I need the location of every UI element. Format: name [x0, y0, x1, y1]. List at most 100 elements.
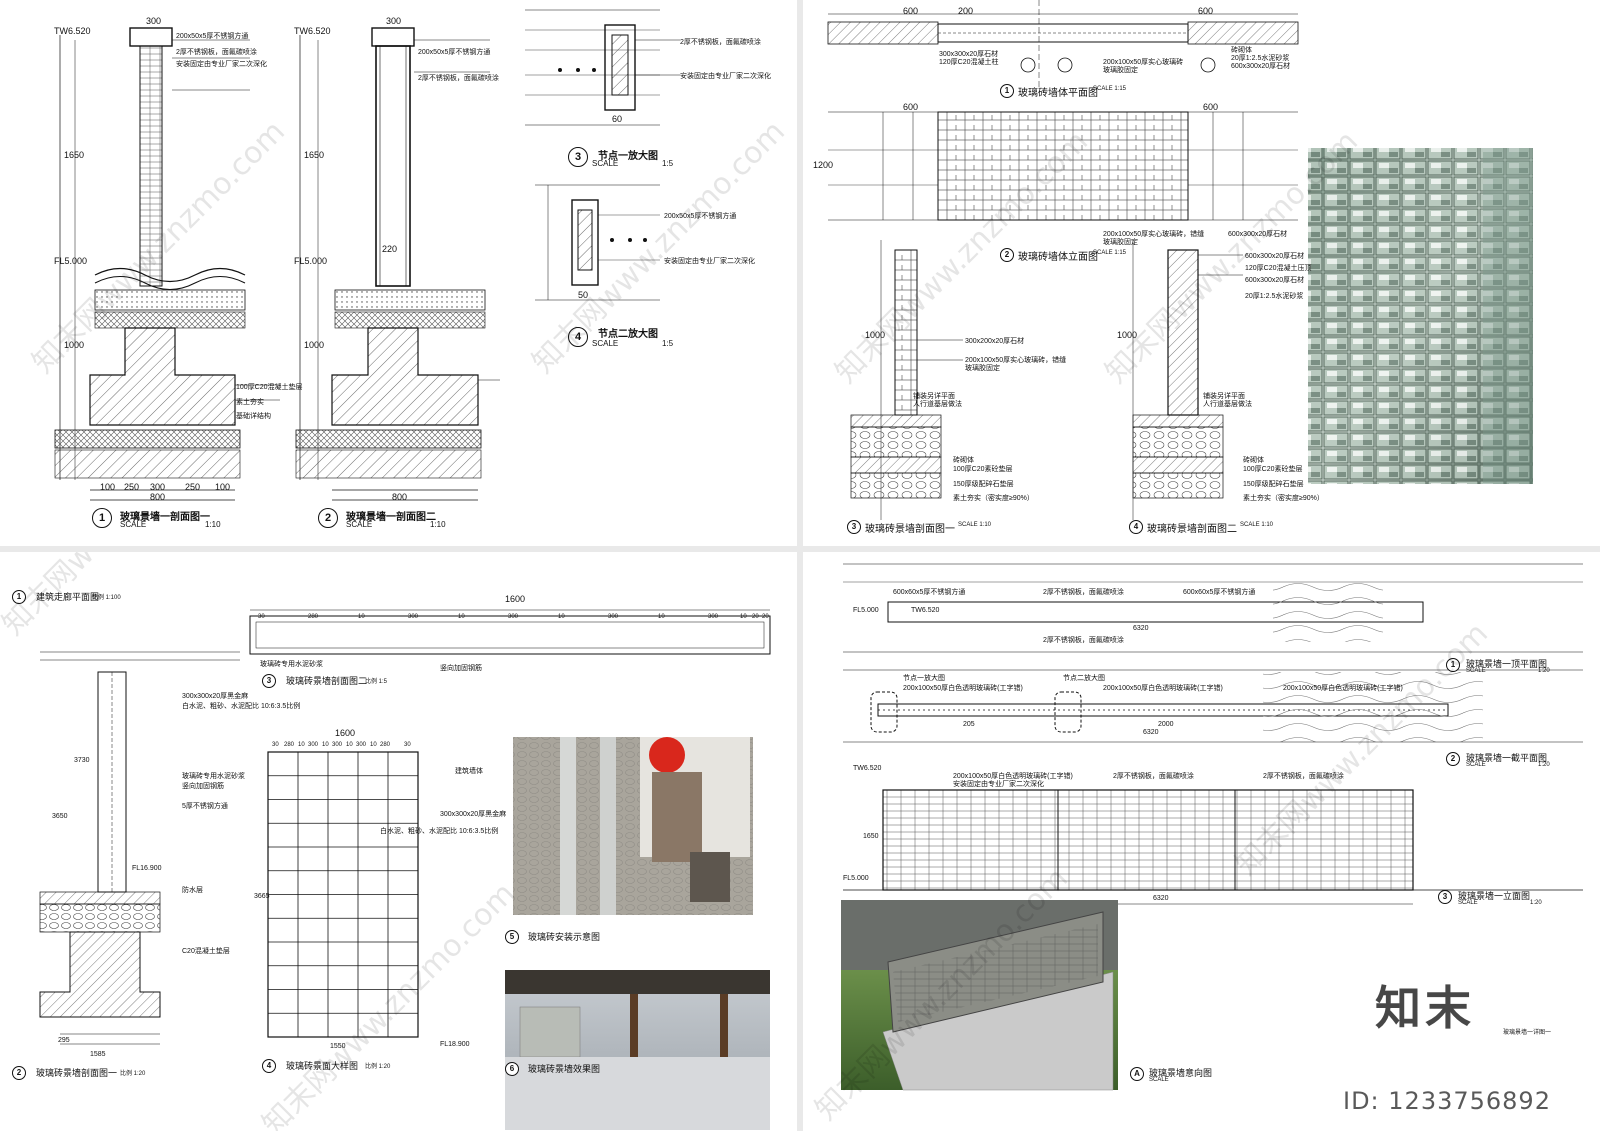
note-6: 基础详结构	[236, 413, 271, 420]
dim-grid-10: 280	[380, 742, 391, 748]
scale-p3-1: 比例 1:100	[92, 595, 121, 601]
drawing-number-p2-1: 1	[1000, 84, 1014, 98]
drawing-number-p3-6: 6	[505, 1062, 519, 1076]
drawing-title-3: 节点一放大图	[598, 151, 658, 162]
note-node3: 2厚不锈钢板，面氟碳喷涂	[680, 39, 761, 46]
dim-node: 220	[382, 244, 398, 254]
dim-seg-2: 280	[308, 614, 319, 620]
p3-note-11: 玻璃砖专用水泥砂浆	[260, 661, 323, 668]
dim-node-3: 60	[612, 114, 623, 124]
drawing-number-p3-2: 2	[12, 1066, 26, 1080]
p4-note-top-3: 600x60x5厚不锈钢方通	[1183, 589, 1256, 596]
sec4-note-1: 600x300x20厚石材	[1245, 253, 1305, 260]
drawing-number-p4-a: A	[1130, 1067, 1144, 1081]
p4-note-top-2: 2厚不锈钢板，面氟碳喷涂	[1043, 589, 1124, 596]
note-5: 素土夯实	[236, 399, 264, 406]
scale-p4-2: 1:20	[1538, 762, 1550, 768]
level-2: FL18.900	[440, 1041, 470, 1048]
drawing-title-p3-4: 玻璃砖景面大样图	[286, 1061, 359, 1071]
note-node4: 200x50x5厚不锈钢方通	[664, 213, 737, 220]
panel-1-drawing	[54, 9, 680, 501]
dim-base: 1585	[90, 1051, 106, 1058]
plan-note-6: 20厚1:2.5水泥砂浆	[1231, 55, 1290, 62]
drawing-title-p2-1: 玻璃砖墙体平面图	[1018, 88, 1098, 99]
drawing-number-p2-3: 3	[847, 520, 861, 534]
dim-base-total: 800	[150, 492, 166, 502]
dim-top-2: 300	[386, 16, 402, 26]
p3-note-4: 竖向加固钢筋	[182, 783, 224, 790]
dim-grid-11: 30	[404, 742, 411, 748]
dim-found: 1000	[64, 340, 85, 350]
scale-label-1: SCALE	[120, 520, 147, 529]
p3-note-3: 玻璃砖专用水泥砂浆	[182, 773, 245, 780]
dim-grid-total: 1600	[335, 728, 356, 738]
dim-seg-7: 10	[558, 614, 565, 620]
dim-base-4: 250	[185, 482, 201, 492]
panel-3-glass-brick-detail: 1600 30 280 10 300 10 300 10 300 10 300 …	[0, 552, 797, 1131]
dim-seg-10: 300	[708, 614, 719, 620]
plan-note-4: 玻璃胶固定	[1103, 67, 1138, 74]
p3-note-5: 5厚不锈钢方通	[182, 803, 228, 810]
dim-found-2: 1000	[304, 340, 325, 350]
scale-value-3: 1:5	[662, 159, 674, 168]
elev-note-1: 200x100x50厚实心玻璃砖，错缝	[1103, 231, 1205, 238]
panel-4-glass-wall-plans: 600x60x5厚不锈钢方通 2厚不锈钢板，面氟碳喷涂 600x60x5厚不锈钢…	[803, 552, 1600, 1131]
drawing-number-2: 2	[318, 508, 338, 528]
p4-level-fl: FL5.000	[853, 607, 879, 614]
scale-label-p4-a: SCALE	[1149, 1077, 1169, 1083]
p3-note-12: 竖向加固钢筋	[440, 665, 482, 672]
drawing-title-p2-2: 玻璃砖墙体立面图	[1018, 252, 1098, 263]
plan-note-7: 600x300x20厚石材	[1231, 63, 1291, 70]
dim-base-1: 100	[100, 482, 116, 492]
sec4-note-2: 120厚C20混凝土压顶	[1245, 265, 1312, 272]
drawing-title-p4-1: 玻璃景墙一顶平面图	[1466, 659, 1548, 669]
panel-2-glass-brick-wall: 600 200 600 600 600 1200 1000 1000 300x3…	[803, 0, 1600, 546]
dim-side-2: 600	[1198, 6, 1214, 16]
drawing-title-p4-2: 玻璃景墙一截平面图	[1466, 753, 1548, 763]
p3-note-10: 白水泥、粗砂、水泥配比 10:6:3.5比例	[380, 828, 499, 835]
dim-sec: 1000	[865, 330, 886, 340]
sec4-note-9: 150厚级配碎石垫层	[1243, 481, 1304, 488]
drawing-number-p4-3: 3	[1438, 890, 1452, 904]
dim-height-2: 1650	[304, 150, 325, 160]
sec-note-4: 铺装另详平面	[913, 393, 955, 400]
scale-p3-3: 比例 1:5	[365, 679, 388, 685]
drawing-title-p2-4: 玻璃砖景墙剖面图二	[1147, 524, 1237, 535]
dim-seg-3: 10	[358, 614, 365, 620]
sec-note-5: 人行道基层做法	[913, 401, 962, 408]
dim-node-4: 50	[578, 290, 589, 300]
dim-grid-6: 300	[332, 742, 343, 748]
p4-note-top-4: 2厚不锈钢板，面氟碳喷涂	[1043, 637, 1124, 644]
p3-note-8: 建筑墙体	[455, 768, 483, 775]
drawing-title-p3-3: 玻璃砖景墙剖面图二	[286, 676, 368, 686]
p4-level-tw-2: TW6.520	[853, 765, 882, 772]
p4-note-elev-4: 2厚不锈钢板，面氟碳喷涂	[1263, 773, 1344, 780]
note-2: 2厚不锈钢板，面氟碳喷涂	[176, 49, 257, 56]
drawing-number-p3-1: 1	[12, 590, 26, 604]
p4-note-sec-4: 200x100x50厚白色透明玻璃砖(工字错)	[1103, 685, 1223, 692]
dim-grid-1: 30	[272, 742, 279, 748]
p4-dim-end: 205	[963, 721, 975, 728]
scale-p2-3: SCALE 1:10	[958, 522, 992, 528]
dim-seg-8: 300	[608, 614, 619, 620]
sec4-note-10: 素土夯实（密实度≥90%）	[1243, 495, 1324, 502]
p3-note-9: 300x300x20厚黑金麻	[440, 811, 507, 818]
dim-side: 600	[903, 6, 919, 16]
scale-p2-1: SCALE 1:15	[1093, 86, 1127, 92]
sec-note-2: 200x100x50厚实心玻璃砖，错缝	[965, 357, 1067, 364]
dim-top: 300	[146, 16, 162, 26]
level-tw: TW6.520	[54, 26, 91, 36]
sec-note-7: 100厚C20素砼垫层	[953, 466, 1013, 473]
dim-unit: 200	[958, 6, 974, 16]
drawing-title-p3-1: 建筑走廊平面图	[36, 592, 100, 602]
dim-side-3: 600	[903, 102, 919, 112]
watermark-brand: 知末	[1375, 981, 1475, 1035]
p3-note-1: 300x300x20厚黑金麻	[182, 693, 249, 700]
scale-p4-3: 1:20	[1530, 900, 1542, 906]
scale-p4-1: 1:20	[1538, 668, 1550, 674]
p3-note-6: 防水层	[182, 887, 203, 894]
dim-base-5: 100	[215, 482, 231, 492]
dim-total: 1600	[505, 594, 526, 604]
dim-base-total-2: 800	[392, 492, 408, 502]
note-3: 安装固定由专业厂家二次深化	[176, 61, 267, 68]
